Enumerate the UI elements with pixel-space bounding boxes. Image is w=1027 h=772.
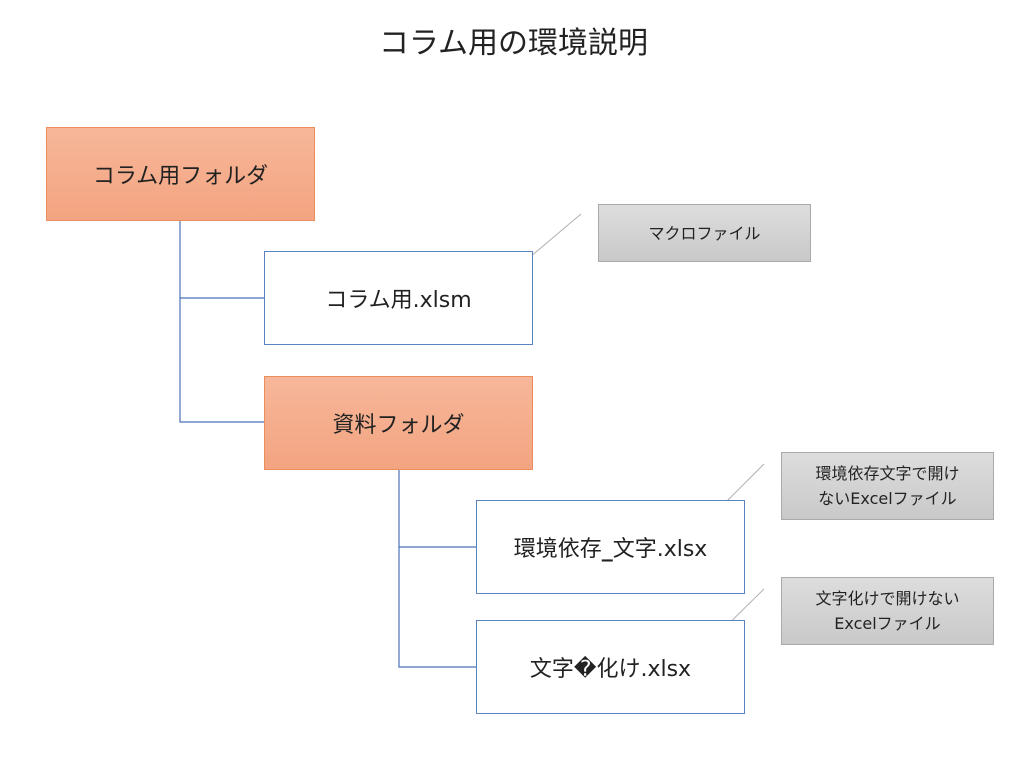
root-folder-node[interactable]: コラム用フォルダ <box>46 127 315 221</box>
macro-note-line1: マクロファイル <box>648 223 761 243</box>
env-file-label: 環境依存_文字.xlsx <box>514 531 708 563</box>
env-note-line1: 環境依存文字で開け <box>815 464 960 483</box>
connector-root-to-material <box>179 298 264 423</box>
xlsm-file-node[interactable]: コラム用.xlsm <box>264 251 533 345</box>
root-folder-label: コラム用フォルダ <box>92 164 269 189</box>
garbled-note-line2: Excelファイル <box>834 614 941 633</box>
garbled-file-note: 文字化けで開けない Excelファイル <box>781 577 994 645</box>
env-file-label-separator: _ <box>601 537 613 562</box>
macro-file-note: マクロファイル <box>598 204 811 262</box>
env-file-note: 環境依存文字で開け ないExcelファイル <box>781 452 994 520</box>
garbled-note-line1: 文字化けで開けない <box>815 589 960 608</box>
env-file-label-pre: 環境依存 <box>513 537 602 562</box>
connector-material-to-env <box>398 470 476 548</box>
env-file-label-post: 文字.xlsx <box>612 537 708 562</box>
env-note-line2: ないExcelファイル <box>818 489 957 508</box>
connector-material-to-garbled <box>398 547 476 668</box>
garbled-file-label: 文字�化け.xlsx <box>529 657 692 682</box>
env-file-node[interactable]: 環境依存_文字.xlsx <box>476 500 745 594</box>
material-folder-node[interactable]: 資料フォルダ <box>264 376 533 470</box>
diagram-title: コラム用の環境説明 <box>378 26 649 61</box>
material-folder-label: 資料フォルダ <box>332 413 465 438</box>
connector-root-to-xlsm <box>179 221 264 299</box>
xlsm-file-label: コラム用.xlsm <box>325 288 472 313</box>
garbled-file-node[interactable]: 文字�化け.xlsx <box>476 620 745 714</box>
